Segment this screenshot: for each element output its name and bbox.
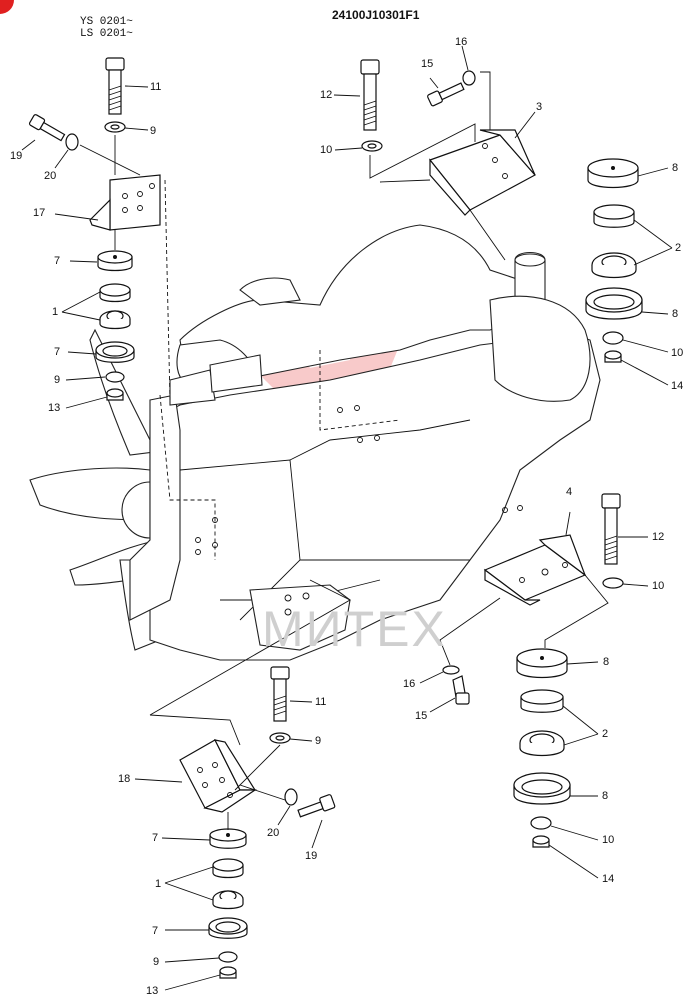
bracket-4-icon [483,534,587,606]
cushion-7-upper-icon [97,250,133,272]
cushion-7-bottom-upper-icon [209,828,247,849]
bolt-11-icon [105,57,125,115]
washer-16-bottom-icon [442,665,460,675]
callout-8: 8 [672,162,679,174]
bolt-19-icon [28,114,66,142]
rear-lower-mount-bracket [439,493,649,666]
cushion-7-bottom-lower-icon [208,917,248,939]
bracket-18-icon [179,739,257,813]
rear-right-lower-stack [513,648,599,879]
callout-7: 7 [54,255,61,267]
callout-2: 2 [602,728,609,740]
washer-10-top-icon [361,140,383,152]
washer-10-mid-icon [602,577,624,589]
callout-19: 19 [10,150,23,162]
washer-9-icon [104,121,126,133]
callout-15: 15 [415,710,428,722]
callout-11: 11 [150,81,162,93]
callout-7: 7 [54,346,61,358]
bracket-3-icon [429,129,536,216]
callout-20: 20 [267,827,280,839]
cushion-8-bottom-upper-icon [516,648,568,679]
washer-9-bottom-icon [269,732,291,744]
callout-12: 12 [652,531,665,543]
front-left-mount-stack [21,57,171,409]
callout-9: 9 [315,735,322,747]
drawing-code: 24100J10301F1 [332,8,420,22]
callout-8: 8 [603,656,610,668]
cushion-8-lower-icon [585,287,643,320]
callout-9: 9 [153,956,160,968]
callout-7: 7 [152,925,159,937]
cushion-2-bottom-icon [519,689,565,757]
bolt-12-mid-icon [601,493,621,565]
callout-16: 16 [455,36,468,48]
cushion-1-icon [99,283,131,330]
washer-10-right-icon [602,331,624,345]
callout-10: 10 [671,347,684,359]
cushion-1-bottom-icon [212,858,244,910]
callout-10: 10 [320,144,333,156]
callout-10: 10 [602,834,615,846]
callout-17: 17 [33,207,46,219]
front-right-mount-stack [134,579,351,991]
engine-block-outline [29,224,601,661]
cushion-8-bottom-lower-icon [513,772,571,805]
callout-15: 15 [421,58,434,70]
bolt-15-top-icon [427,82,465,107]
callout-18: 18 [118,773,131,785]
bolt-11-bottom-icon [270,666,290,722]
callout-1: 1 [52,306,59,318]
callout-4: 4 [566,486,573,498]
nut-13-icon [106,388,124,401]
nut-13-bottom-icon [219,966,237,979]
callout-1: 1 [155,878,162,890]
rear-top-mount-bracket [333,45,536,261]
callout-20: 20 [44,170,57,182]
callout-2: 2 [675,242,682,254]
callout-16: 16 [403,678,416,690]
bolt-12-top-icon [360,59,380,131]
nut-14-upper-icon [604,350,622,363]
serial-range-1: YS 0201~ [80,16,133,28]
callout-7: 7 [152,832,159,844]
callout-12: 12 [320,89,333,101]
callout-10: 10 [652,580,665,592]
bolt-15-bottom-icon [452,675,470,705]
callout-9: 9 [150,125,157,137]
callout-13: 13 [146,985,159,997]
washer-9-bottom-lower-icon [218,951,238,963]
callout-19: 19 [305,850,318,862]
cushion-2-icon [591,204,637,279]
serial-range-2: LS 0201~ [80,28,133,40]
callout-14: 14 [602,873,615,885]
callout-11: 11 [315,696,327,708]
washer-16-top-icon [462,70,476,86]
bolt-19-bottom-icon [297,794,336,818]
cushion-7-lower-icon [95,341,135,363]
callout-9: 9 [54,374,61,386]
washer-10-bottom-icon [530,816,552,830]
callout-14: 14 [671,380,684,392]
callout-3: 3 [536,101,543,113]
callout-8: 8 [672,308,679,320]
rear-right-upper-stack [585,158,673,386]
callout-8: 8 [602,790,609,802]
callout-13: 13 [48,402,61,414]
bottom-middle-hardware [419,665,470,713]
washer-20-bottom-icon [284,788,298,806]
bracket-17-icon [89,174,161,231]
washer-20-icon [65,133,79,151]
washer-9b-icon [105,371,125,383]
watermark-text: МИТЕХ [262,601,447,657]
nut-14-bottom-icon [532,835,550,848]
corner-marker-icon [0,0,14,14]
cushion-8-upper-icon [587,158,639,189]
